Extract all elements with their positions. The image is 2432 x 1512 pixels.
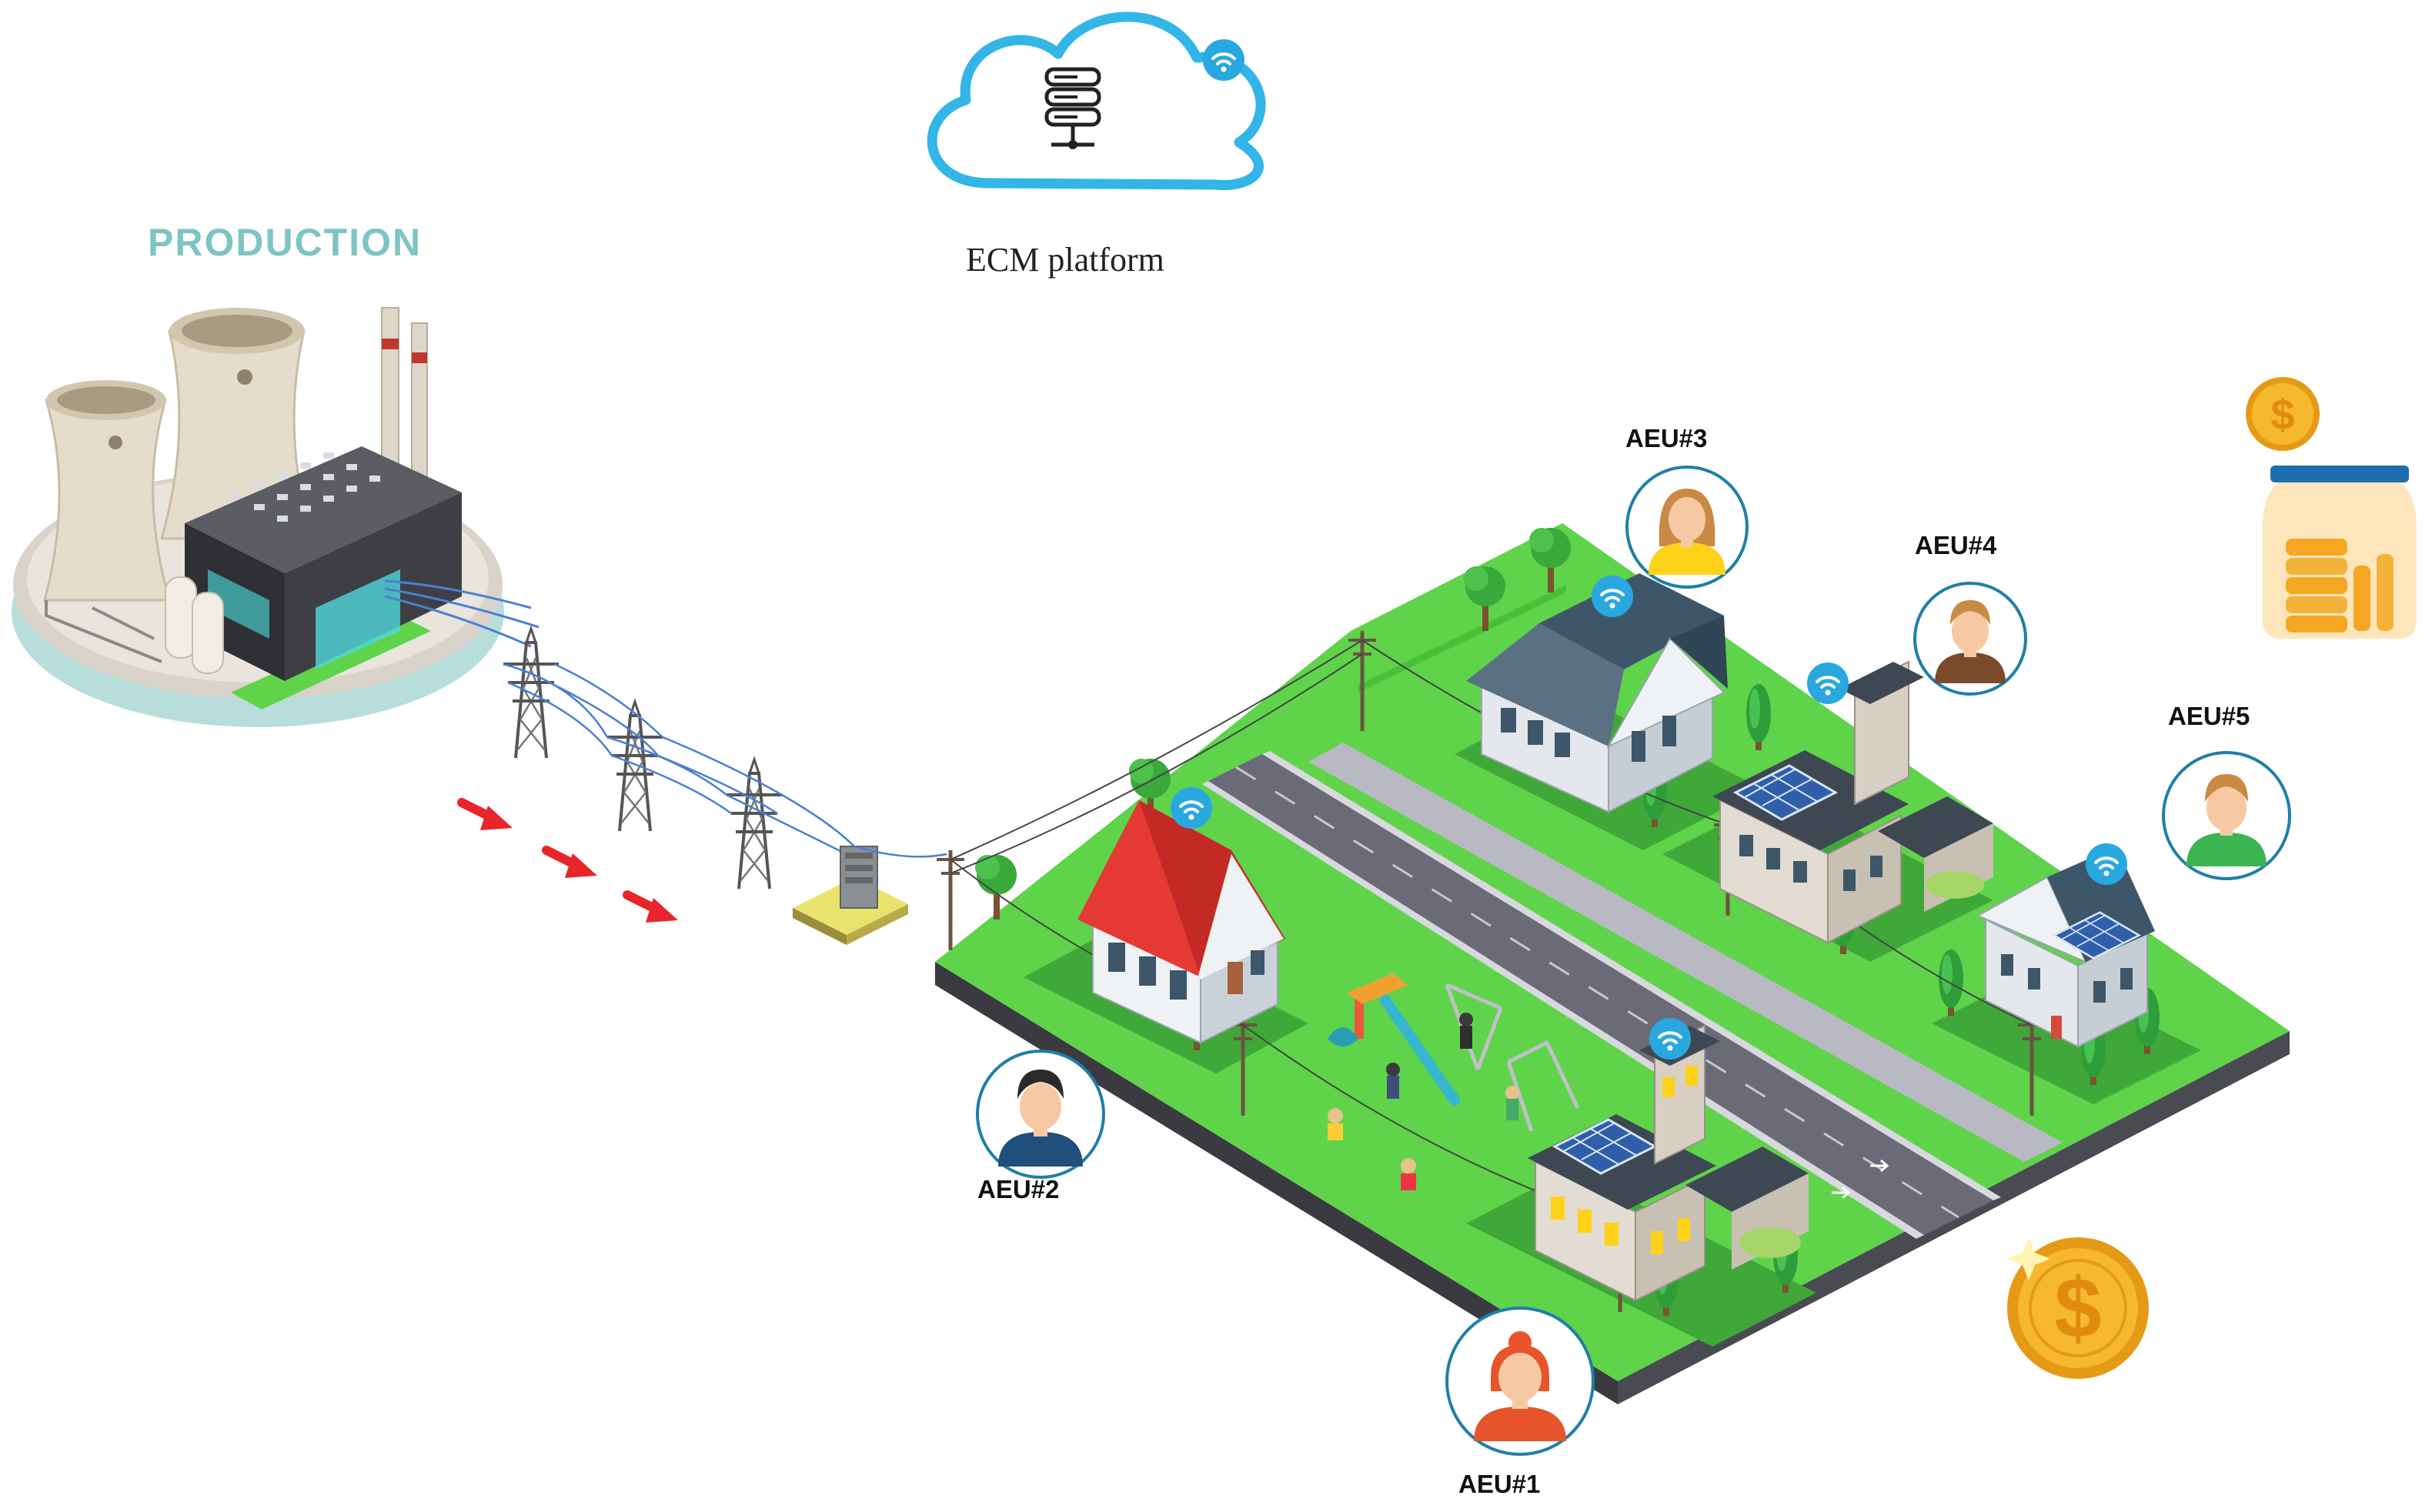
wifi-icon [2084, 842, 2129, 886]
wifi-icon [1648, 1016, 1692, 1061]
dollar-coin-icon: $ [2007, 1237, 2149, 1379]
wifi-icon [1201, 38, 1246, 82]
avatar-aeu1 [1445, 1307, 1595, 1456]
house-aeu4 [1712, 660, 1993, 944]
avatar-aeu4 [1913, 582, 2027, 696]
aeu4-label: AEU#4 [1915, 531, 1997, 559]
dollar-coin-icon: $ [2246, 377, 2320, 451]
aeu3-label: AEU#3 [1625, 424, 1708, 452]
house-aeu5 [1976, 846, 2155, 1048]
coin-jar-icon [2263, 466, 2417, 639]
wifi-icon [1806, 661, 1850, 706]
playground [1328, 973, 1580, 1190]
platform-label: ECM platform [966, 241, 1164, 279]
cloud-server-icon [927, 12, 1266, 191]
svg-text:$: $ [2054, 1261, 2101, 1356]
wifi-icon [1169, 786, 1214, 830]
power-plant-icon [12, 307, 540, 727]
production-label: PRODUCTION [148, 221, 423, 264]
neighborhood [935, 523, 2290, 1404]
transmission-line [502, 627, 947, 945]
avatar-aeu3 [1625, 466, 1749, 589]
aeu1-label: AEU#1 [1458, 1470, 1541, 1498]
wifi-icon [1590, 574, 1635, 619]
house-aeu3 [1466, 573, 1728, 813]
house-aeu2 [1077, 800, 1285, 1044]
svg-text:$: $ [2270, 390, 2294, 439]
aeu2-label: AEU#2 [977, 1175, 1060, 1203]
aeu5-label: AEU#5 [2168, 702, 2250, 730]
avatar-aeu2 [976, 1050, 1105, 1179]
avatar-aeu5 [2162, 751, 2291, 880]
